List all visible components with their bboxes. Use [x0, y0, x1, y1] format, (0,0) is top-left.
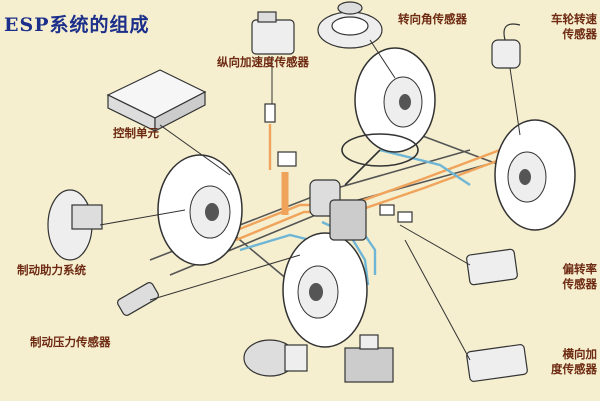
label-yaw-rate-sensor-line-2: 传感器 [562, 277, 598, 291]
label-wheel-speed-sensor-line-1: 车轮转速 [551, 12, 597, 26]
steering-angle-sensor-part [317, 1, 383, 49]
label-lateral-accel-sensor-line-1: 横向加 [562, 347, 598, 361]
wheel-front-left [157, 154, 243, 266]
diagram-title: ESP系统的组成 [4, 14, 150, 36]
lateral-accel-sensor-part [466, 344, 528, 382]
label-lateral-accel-sensor-line-2: 度传感器 [551, 362, 597, 376]
label-yaw-rate-sensor-line-1: 偏转率 [562, 262, 598, 276]
wheel-rear-right [494, 119, 576, 231]
label-lateral-accel-sensor: 横向加 度传感器 [528, 347, 597, 377]
wheel-speed-sensor-part [491, 23, 521, 69]
longitudinal-accel-sensor-part [251, 11, 297, 167]
label-steering-angle-sensor: 转向角传感器 [398, 12, 467, 26]
steering-wheel [341, 133, 419, 186]
label-brake-pressure-sensor: 制动压力传感器 [30, 335, 111, 349]
motor-part [243, 339, 308, 377]
label-yaw-rate-sensor: 偏转率 传感器 [541, 262, 598, 292]
label-control-unit: 控制单元 [113, 126, 159, 140]
label-brake-booster: 制动助力系统 [17, 263, 86, 277]
wheel-front-right [354, 47, 436, 153]
leader-lines [99, 39, 521, 361]
valve-block-part [344, 334, 394, 383]
control-unit-module [106, 69, 207, 132]
label-longitudinal-accel-sensor: 纵向加速度传感器 [217, 55, 309, 69]
brake-pressure-sensor-part [117, 282, 159, 316]
wiring-harness [231, 124, 506, 286]
hydraulic-unit [309, 179, 413, 241]
brake-booster-part [47, 189, 103, 261]
wheel-rear-left [282, 232, 368, 348]
label-wheel-speed-sensor: 车轮转速 传感器 [541, 12, 597, 42]
label-wheel-speed-sensor-line-2: 传感器 [562, 27, 598, 41]
yaw-rate-sensor-part [466, 248, 518, 286]
